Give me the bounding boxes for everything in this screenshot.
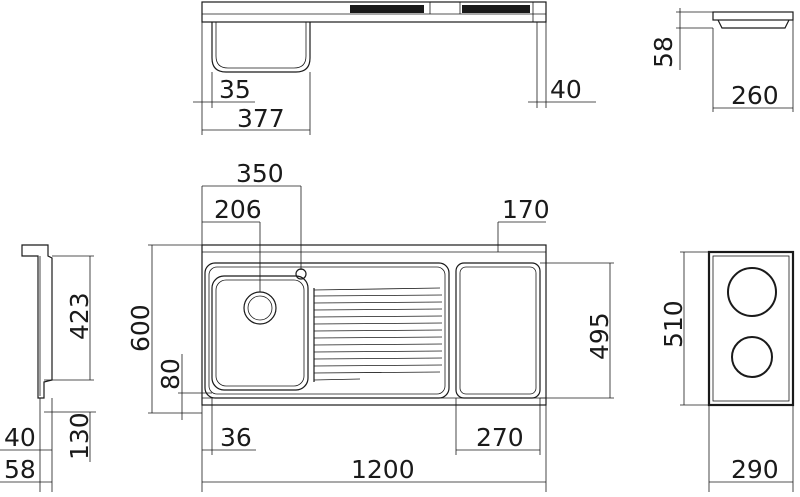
dim-495: 495 [585, 312, 614, 360]
hob-side-view: 58 260 [649, 8, 794, 112]
hob-zone-large [727, 267, 777, 317]
dim-600: 600 [126, 304, 155, 352]
dim-58-hob: 58 [649, 36, 678, 68]
dim-1200: 1200 [351, 455, 415, 484]
dim-270: 270 [476, 423, 524, 452]
dim-35: 35 [219, 75, 251, 104]
dim-377: 377 [237, 104, 285, 133]
dim-510: 510 [659, 300, 688, 348]
hob-plan-view: 510 290 [659, 250, 795, 492]
dim-260: 260 [731, 81, 779, 110]
side-section-view: 423 130 40 58 [0, 244, 96, 492]
dim-423: 423 [65, 292, 94, 340]
hob-burner-bar [350, 5, 424, 13]
dim-40-side: 40 [4, 423, 36, 452]
basin-profile [211, 22, 311, 73]
basin [211, 275, 309, 391]
dim-206: 206 [214, 195, 262, 224]
top-elevation-view: 35 377 40 [193, 1, 596, 135]
dim-130: 130 [65, 412, 94, 460]
hob-burner-bar [462, 5, 530, 13]
drain-hole [243, 291, 277, 325]
hob-outline [707, 250, 795, 407]
tray-outline [204, 262, 450, 399]
dim-170: 170 [502, 195, 550, 224]
dim-58-side: 58 [4, 455, 36, 484]
cutting-board [455, 262, 541, 399]
dim-350: 350 [236, 159, 284, 188]
dim-36: 36 [220, 423, 252, 452]
dim-80: 80 [156, 358, 185, 390]
dim-290: 290 [731, 455, 779, 484]
dim-40: 40 [550, 75, 582, 104]
plan-view: 350 206 170 600 80 495 36 270 1200 [126, 159, 614, 492]
hob-zone-small [731, 336, 773, 378]
drainer-ribs [313, 287, 443, 382]
